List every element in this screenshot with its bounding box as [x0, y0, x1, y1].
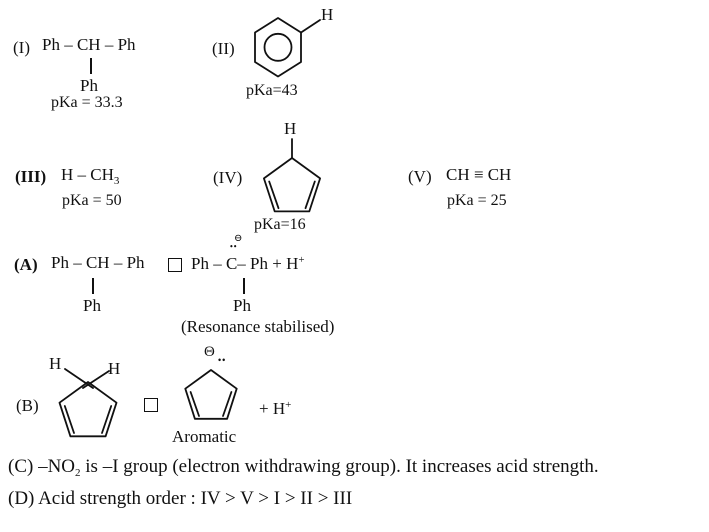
reaction-a-reactant: Ph – CH – Ph [51, 253, 145, 272]
reaction-b-label: (B) [16, 396, 39, 415]
compound-i-label: (I) [13, 38, 30, 57]
compound-v-pka: pKa = 25 [447, 192, 507, 209]
reaction-b-h-left: H [49, 354, 62, 373]
reaction-a-bond-line-left [92, 278, 94, 294]
compound-i-substituent: Ph [80, 76, 98, 95]
reaction-b-product-ring-icon [184, 369, 238, 420]
benzene-ring-icon [254, 17, 321, 78]
reaction-a-substituent-left: Ph [83, 296, 101, 315]
reaction-b-h-right: H [108, 359, 121, 378]
statement-d: (D) Acid strength order : IV > V > I > I… [8, 488, 353, 509]
reaction-b-reactant-ring-icon [58, 368, 118, 438]
reaction-a-lone-pair-dots: •• [230, 242, 238, 251]
compound-i-bond-line [90, 58, 92, 74]
compound-v-label: (V) [408, 167, 432, 186]
compound-iv-h: H [284, 119, 297, 138]
compound-iv-label: (IV) [213, 168, 243, 187]
reaction-a-bond-line-right [243, 278, 245, 294]
reaction-b-proton-charge: + [285, 399, 292, 411]
cyclopentadiene-ring-icon [262, 138, 321, 213]
compound-i-pka: pKa = 33.3 [51, 94, 123, 111]
reaction-a-proton-charge: + [298, 254, 305, 266]
compound-iii-subscript: 3 [113, 175, 120, 187]
reaction-b-minus-charge-icon: Θ [204, 344, 215, 360]
statement-c: (C) –NO2 is –I group (electron withdrawi… [8, 456, 599, 479]
compound-ii-label: (II) [212, 39, 235, 58]
reaction-b-equilibrium-box-icon [144, 398, 158, 412]
compound-iii-pka: pKa = 50 [62, 192, 122, 209]
compound-iii-label: (III) [15, 167, 47, 186]
compound-ii-pka: pKa=43 [246, 82, 298, 99]
reaction-a-equilibrium-box-icon [168, 258, 182, 272]
compound-v-formula: CH ≡ CH [446, 165, 512, 184]
reaction-b-proton: + H+ [259, 399, 292, 418]
reaction-b-product-note: Aromatic [172, 427, 237, 446]
compound-iii-formula: H – CH3 [61, 165, 120, 187]
reaction-b-lone-pair-dots: •• [218, 355, 227, 365]
compound-iv-pka: pKa=16 [254, 216, 306, 233]
compound-i-formula: Ph – CH – Ph [42, 35, 136, 54]
reaction-a-product: Ph – C– Ph + H+ [191, 254, 305, 273]
compound-ii-h: H [321, 5, 334, 24]
reaction-a-note: (Resonance stabilised) [181, 317, 335, 336]
reaction-a-label: (A) [14, 255, 38, 274]
reaction-a-minus-charge-icon: ⊖ [234, 233, 243, 244]
reaction-a-substituent-right: Ph [233, 296, 251, 315]
statement-c-subscript: 2 [75, 467, 81, 479]
